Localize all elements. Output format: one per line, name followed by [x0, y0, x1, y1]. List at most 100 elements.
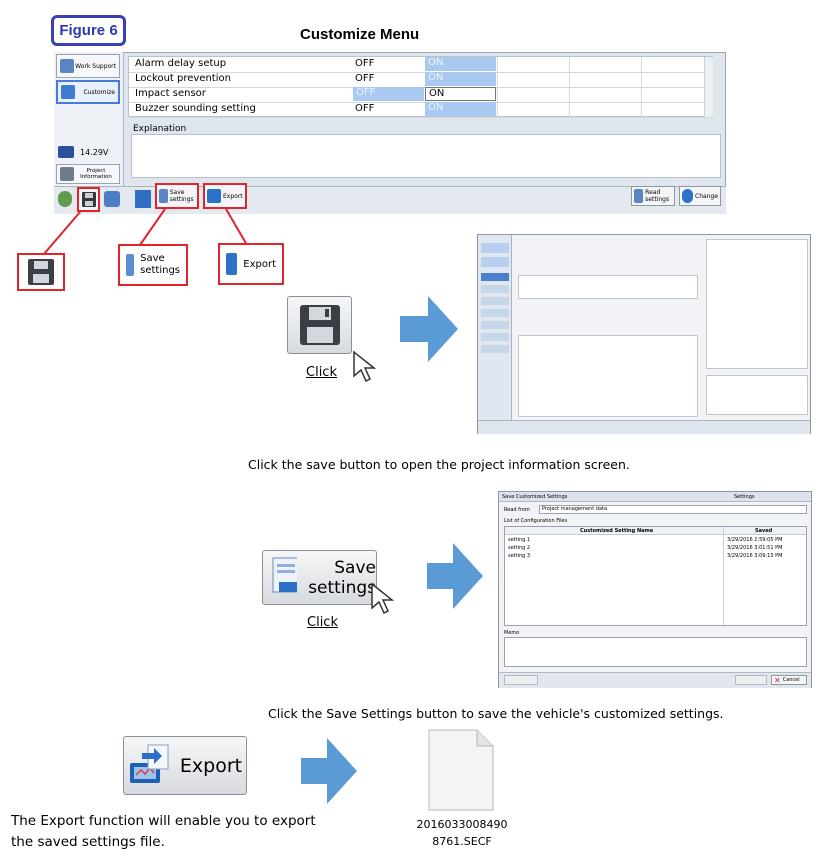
column-divider [723, 527, 724, 625]
table-row[interactable]: Alarm delay setup OFF ON [129, 57, 714, 73]
dialog-title-right: Settings [734, 494, 755, 500]
config-file-table: Customized Setting Name Saved setting 1 … [504, 526, 807, 626]
settings-table: Alarm delay setup OFF ON Lockout prevent… [128, 56, 714, 118]
setting-name: Impact sensor [135, 88, 206, 99]
setting-off[interactable]: OFF [355, 58, 375, 69]
cancel-label: Cancel [782, 677, 800, 683]
mouse-cursor-icon [371, 582, 395, 615]
table-row[interactable]: setting 3 3/29/2016 3:09:15 PM [505, 552, 795, 560]
dialog-footer [499, 672, 811, 688]
column-divider [641, 57, 642, 117]
setting-on[interactable]: ON [425, 87, 496, 101]
read-from-label: Read from [504, 507, 530, 513]
table-scrollbar[interactable] [704, 57, 713, 117]
save-settings-icon [272, 557, 297, 592]
thumb-sidebar-button [481, 297, 509, 305]
right-arrow-icon [301, 738, 357, 804]
read-from-value: Project management data [542, 506, 608, 512]
save-button-large[interactable] [287, 296, 352, 354]
dialog-cancel-button[interactable]: ✕ Cancel [771, 675, 807, 685]
setting-off[interactable]: OFF [353, 87, 424, 101]
thumb-sidebar-button [481, 333, 509, 341]
dialog-titlebar: Save Customized Settings Settings [499, 492, 811, 502]
dialog-disabled-button[interactable] [504, 675, 538, 685]
export-button-large[interactable]: Export [123, 736, 247, 795]
setting-on[interactable]: ON [425, 102, 496, 116]
save-settings-button-small[interactable]: Save settings [155, 183, 199, 209]
thumb-toolbar [478, 420, 810, 434]
setting-on[interactable]: ON [425, 57, 496, 71]
export-large-label: Export [179, 754, 243, 777]
saved-timestamp: 3/29/2016 2:59:05 PM [727, 537, 783, 543]
click-label: Click [307, 615, 338, 630]
thumb-sidebar-button [481, 257, 509, 267]
setting-off[interactable]: OFF [355, 73, 375, 84]
table-row[interactable]: Impact sensor OFF ON [129, 87, 714, 103]
page-title: Customize Menu [300, 26, 420, 43]
column-divider [569, 57, 570, 117]
save-settings-icon [159, 189, 168, 203]
setting-off[interactable]: OFF [355, 103, 375, 114]
project-information-label: Project Information [80, 168, 112, 180]
gear-icon[interactable] [58, 191, 72, 207]
thumb-sidebar-button [481, 345, 509, 353]
save-button-small[interactable] [77, 187, 100, 212]
export-button-small[interactable]: Export [203, 183, 247, 209]
table-row[interactable]: Buzzer sounding setting OFF ON [129, 102, 714, 118]
read-settings-button[interactable]: Read settings [631, 186, 675, 206]
dialog-save-button[interactable] [735, 675, 767, 685]
table-row[interactable]: setting 1 3/29/2016 2:59:05 PM [505, 536, 795, 544]
save-settings-button-large[interactable]: Save settings [262, 550, 377, 605]
project-information-screen [477, 234, 811, 434]
click-label: Click [306, 365, 337, 380]
thumb-sidebar-header [481, 273, 509, 281]
export-label: Export [223, 192, 243, 200]
battery-voltage: 14.29V [58, 146, 108, 158]
thumb-sidebar-button [481, 309, 509, 317]
change-button[interactable]: Change [679, 186, 721, 206]
read-from-select[interactable]: Project management data [539, 505, 807, 514]
save-settings-icon [126, 254, 135, 276]
column-divider [497, 57, 498, 117]
explanation-box [131, 134, 721, 178]
project-information-button[interactable]: Project Information [56, 164, 120, 184]
right-arrow-icon [400, 296, 458, 362]
file-name-line: 8761.SECF [432, 835, 492, 848]
work-support-icon [60, 59, 74, 73]
thumb-sidebar-button [481, 285, 509, 293]
first-page-icon[interactable] [135, 190, 151, 208]
setting-name: setting 2 [508, 545, 531, 551]
change-icon [682, 189, 694, 203]
mouse-cursor-icon [353, 350, 377, 383]
save-callout [17, 253, 65, 291]
exported-file-name: 2016033008490 8761.SECF [412, 816, 512, 850]
step2-caption: Click the Save Settings button to save t… [268, 706, 724, 721]
right-arrow-icon [427, 543, 483, 609]
network-icon[interactable] [104, 191, 120, 207]
export-icon [207, 189, 221, 203]
thumb-sidebar-button [481, 243, 509, 253]
setting-name: setting 1 [508, 537, 531, 543]
save-settings-dialog: Save Customized Settings Settings Read f… [498, 491, 812, 688]
caption-line: The Export function will enable you to e… [11, 813, 316, 829]
thumb-sidebar-button [481, 321, 509, 329]
sidebar-item-label: Customize [83, 88, 116, 96]
memo-box[interactable] [504, 637, 807, 667]
setting-name: Lockout prevention [135, 73, 231, 84]
floppy-disk-icon [28, 259, 54, 285]
floppy-disk-icon [81, 192, 96, 207]
export-icon [129, 744, 169, 783]
sidebar-item-label: Work Support [75, 62, 116, 70]
export-callout: Export [218, 243, 284, 285]
callout-lines [43, 208, 248, 255]
step3-caption: The Export function will enable you to e… [11, 811, 316, 853]
table-header: Customized Setting Name Saved [505, 527, 806, 535]
sidebar: Work Support Customize 14.29V Project In… [54, 52, 124, 186]
thumb-comment-box [518, 275, 698, 299]
sidebar-item-work-support[interactable]: Work Support [56, 54, 120, 78]
save-settings-callout-label: Save settings [140, 253, 181, 276]
sidebar-item-customize[interactable]: Customize [56, 80, 120, 104]
thumb-memo-box [706, 375, 808, 415]
table-row[interactable]: setting 2 3/29/2016 3:01:51 PM [505, 544, 795, 552]
setting-on[interactable]: ON [425, 72, 496, 86]
